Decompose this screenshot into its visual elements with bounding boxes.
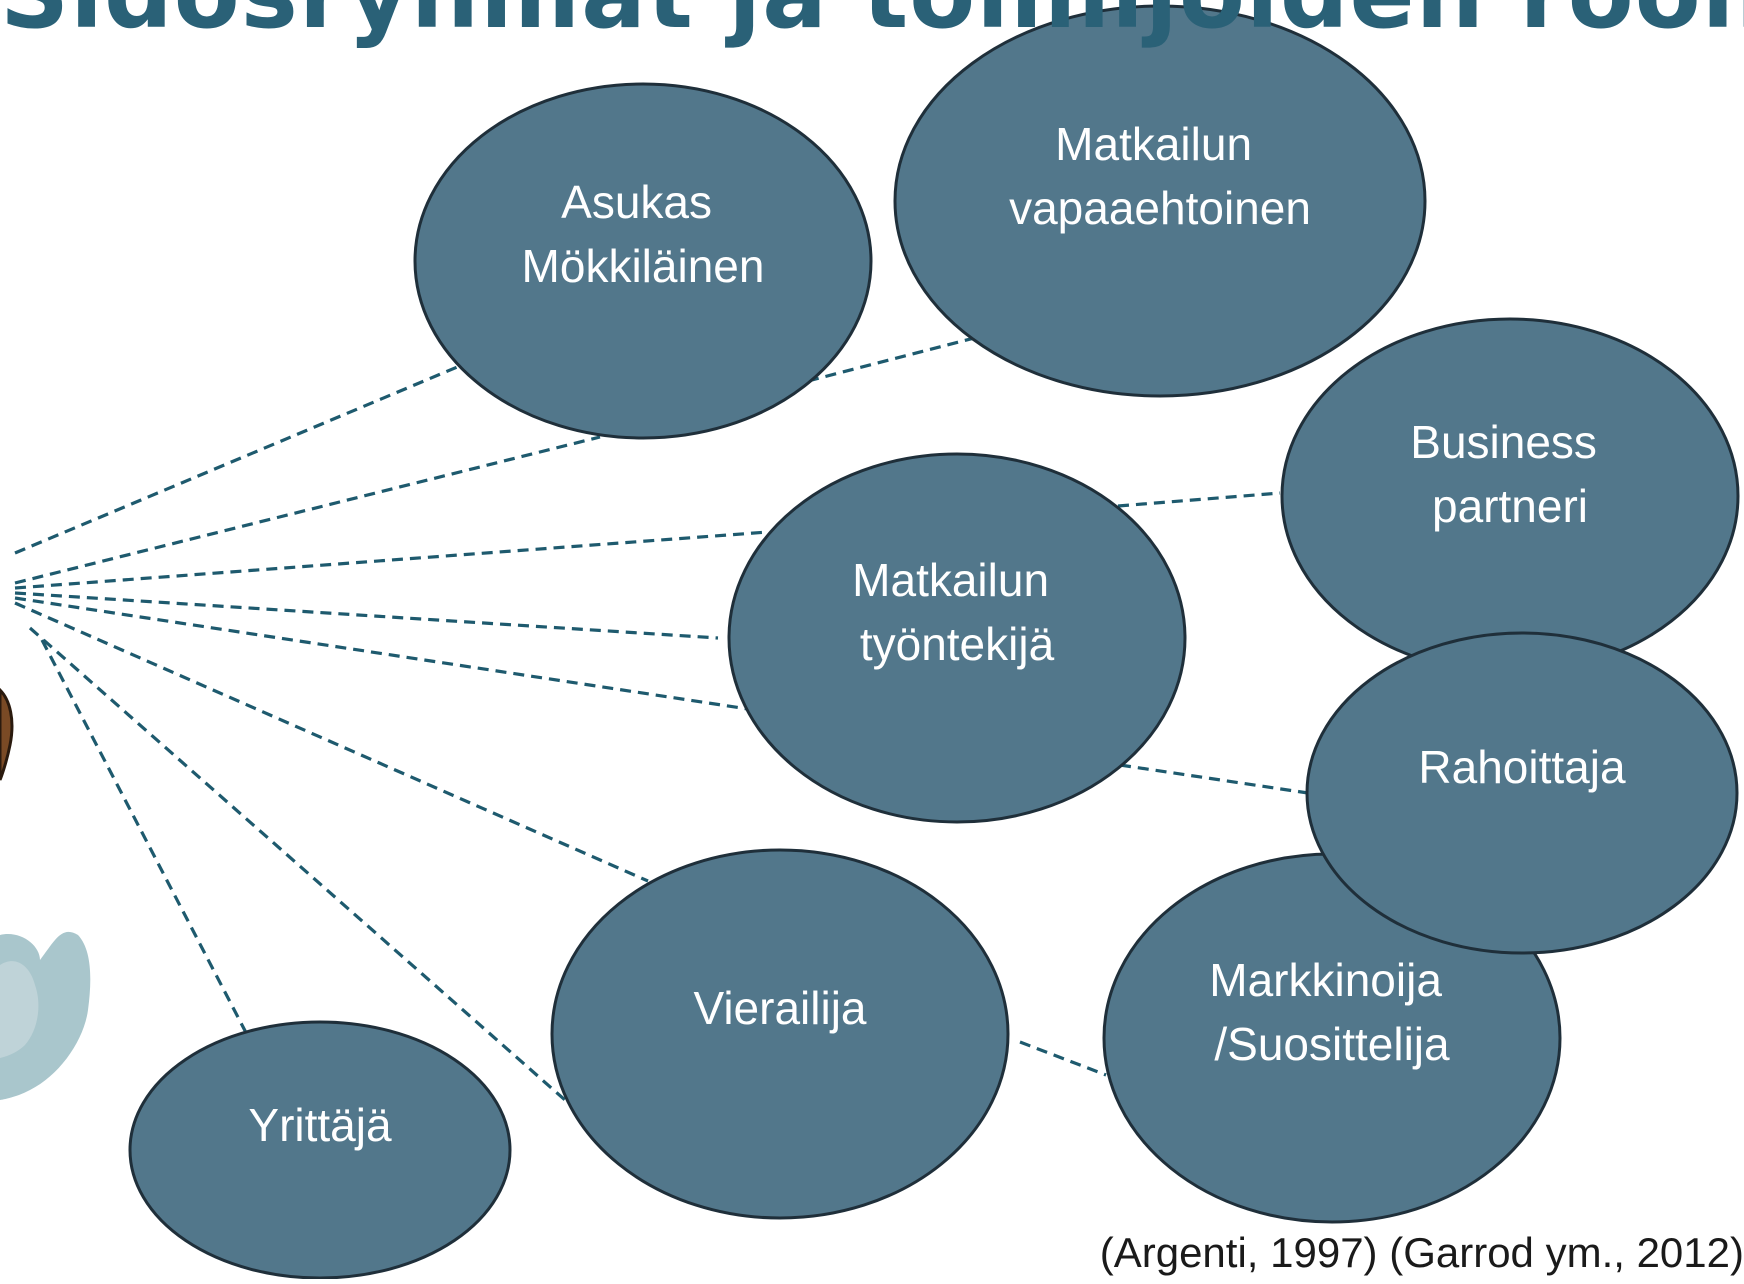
- label-vapaaehtoinen: Matkailun vapaaehtoinen: [1009, 118, 1311, 234]
- connector-yrittaja: [40, 639, 256, 1049]
- connector-markkinoija: [1019, 1040, 1107, 1077]
- ellipse-asukas: [413, 82, 873, 440]
- connector-rahoittaja: [1119, 763, 1309, 795]
- connector-lines: [14, 335, 1309, 1102]
- node-vapaaehtoinen: Matkailun vapaaehtoinen: [893, 4, 1427, 398]
- citation-text: (Argenti, 1997) (Garrod ym., 2012): [1099, 1229, 1744, 1276]
- label-asukas-line1: Asukas: [561, 176, 712, 228]
- label-asukas: Asukas Mökkiläinen: [522, 176, 765, 292]
- connector-vapaaehtoinen-upper: [807, 335, 979, 383]
- label-asukas-line2: Mökkiläinen: [522, 240, 765, 292]
- label-vierailija: Vierailija: [693, 982, 866, 1034]
- label-business-line2: partneri: [1432, 480, 1588, 532]
- label-vierailija-line1: Vierailija: [693, 982, 866, 1034]
- connector-tyontekija-mid: [14, 591, 719, 640]
- connector-vierailija: [14, 601, 649, 883]
- connector-vapaaehtoinen: [14, 435, 601, 585]
- ellipse-yrittaja: [128, 1020, 512, 1280]
- label-tyontekija-line1: Matkailun: [852, 554, 1049, 606]
- node-vierailija: Vierailija: [550, 848, 1010, 1220]
- label-business-line1: Business: [1410, 416, 1597, 468]
- light-blue-shape: [0, 961, 39, 1058]
- connector-tyontekija-lower: [14, 596, 749, 711]
- node-rahoittaja: Rahoittaja: [1305, 631, 1739, 955]
- ellipse-vapaaehtoinen: [893, 4, 1427, 398]
- slide-title: Sidosryhmät ja toimijoiden roolit: [0, 0, 1744, 50]
- label-rahoittaja-line1: Rahoittaja: [1418, 741, 1626, 793]
- left-illustration: [0, 687, 91, 1100]
- node-tyontekija: Matkailun työntekijä: [727, 452, 1187, 824]
- label-tyontekija-line2: työntekijä: [860, 618, 1055, 670]
- label-markkinoija-line1: Markkinoija: [1209, 954, 1442, 1006]
- node-business: Business partneri: [1280, 317, 1740, 675]
- label-business: Business partneri: [1410, 416, 1609, 532]
- label-markkinoija: Markkinoija /Suosittelija: [1209, 954, 1454, 1070]
- node-yrittaja: Yrittäjä: [128, 1020, 512, 1280]
- label-tyontekija: Matkailun työntekijä: [852, 554, 1062, 670]
- label-rahoittaja: Rahoittaja: [1418, 741, 1626, 793]
- brown-figure-shape: [0, 687, 14, 781]
- label-vapaaehtoinen-line1: Matkailun: [1055, 118, 1252, 170]
- connector-asukas: [14, 363, 463, 555]
- connector-vierailija-lower: [28, 626, 567, 1102]
- ellipse-rahoittaja: [1305, 631, 1739, 955]
- label-markkinoija-line2: /Suosittelija: [1214, 1018, 1450, 1070]
- node-asukas: Asukas Mökkiläinen: [413, 82, 873, 440]
- ellipse-vierailija: [550, 848, 1010, 1220]
- connector-business: [1117, 491, 1281, 508]
- label-vapaaehtoinen-line2: vapaaehtoinen: [1009, 182, 1311, 234]
- label-yrittaja: Yrittäjä: [248, 1099, 392, 1151]
- label-yrittaja-line1: Yrittäjä: [248, 1099, 392, 1151]
- connector-tyontekija: [14, 530, 769, 590]
- node-markkinoija: Markkinoija /Suosittelija: [1102, 852, 1562, 1224]
- ellipse-tyontekija: [727, 452, 1187, 824]
